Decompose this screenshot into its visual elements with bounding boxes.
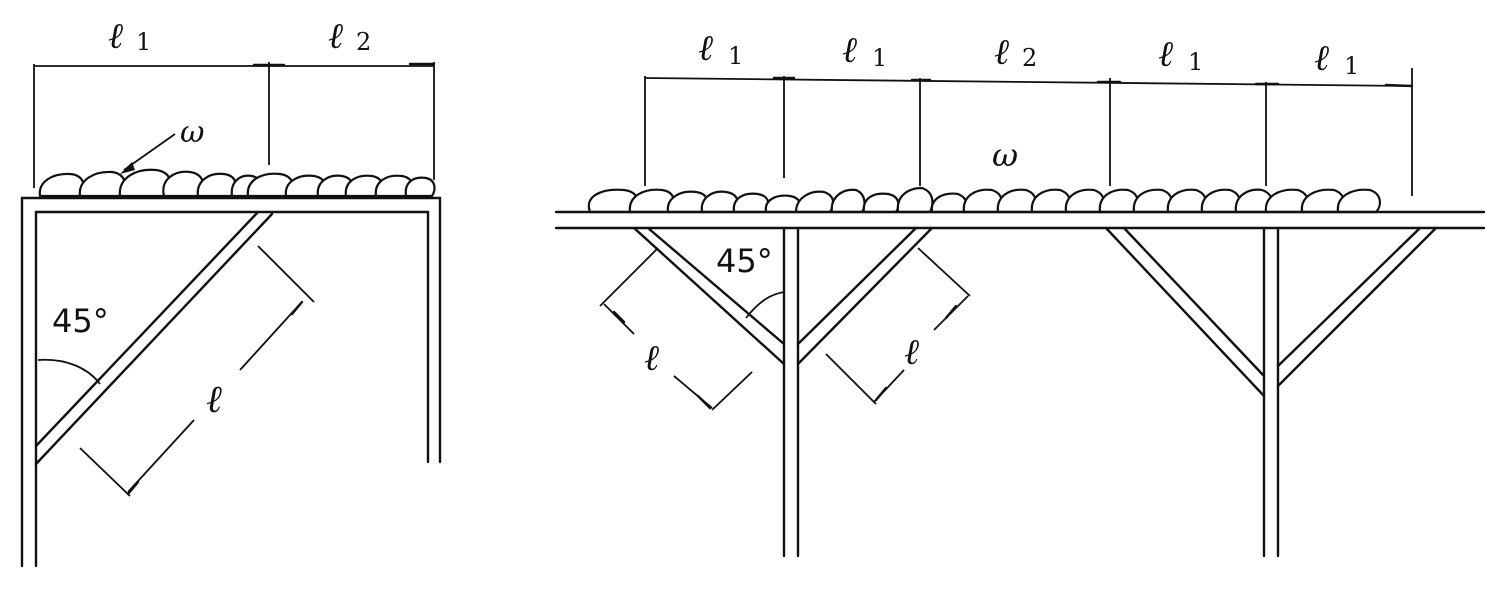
stone — [404, 176, 436, 198]
brace-dim-arrow-top — [944, 304, 958, 320]
right-span-label-3: ℓ 2 — [994, 32, 1037, 73]
right-span-label-1: ℓ 1 — [698, 28, 743, 70]
brace-dim-line-upper — [239, 303, 301, 371]
left-frame — [20, 196, 442, 568]
right-span-label-4: ℓ 1 — [1158, 34, 1203, 76]
stone — [700, 190, 739, 214]
brace-right-lower — [796, 226, 934, 366]
stone — [38, 172, 85, 198]
stone — [78, 170, 127, 198]
right-dimension-line — [644, 77, 1413, 87]
span-subscript: 1 — [728, 42, 743, 70]
stone — [1166, 188, 1208, 214]
span-symbol: ℓ — [842, 30, 857, 71]
angle-label: 45° — [52, 302, 109, 340]
span-subscript: 1 — [1344, 52, 1359, 80]
right-dim-arrow — [1384, 83, 1414, 88]
stone — [962, 188, 1004, 214]
stone — [930, 192, 968, 214]
angle-label: 45° — [716, 242, 773, 280]
stone — [862, 192, 900, 214]
stone — [732, 192, 770, 214]
right-stone-load — [587, 186, 1382, 214]
span-symbol: ℓ — [698, 28, 713, 69]
brace-dim-tick-bottom — [79, 447, 131, 497]
stone — [1098, 188, 1140, 214]
span-subscript: 1 — [872, 44, 887, 72]
brace-left-upper — [646, 226, 786, 346]
stone — [1132, 188, 1174, 214]
brace-length-label: ℓ — [644, 338, 659, 379]
brace-dim-line-upper — [603, 303, 635, 335]
brace-dim-arrow-top — [612, 310, 626, 324]
angle-arc — [37, 358, 101, 385]
stone — [996, 188, 1038, 214]
span-symbol: ℓ — [1314, 38, 1329, 79]
brace-left-lower — [1104, 226, 1266, 398]
left-span-label-l2: ℓ 2 — [328, 16, 371, 57]
span-subscript: 1 — [1188, 48, 1203, 76]
stone — [1336, 188, 1382, 214]
stone — [1200, 188, 1242, 214]
right-figure: ℓ 1 ℓ 1 ℓ 2 ℓ 1 ℓ 1 ω — [554, 28, 1486, 558]
angle-arc — [745, 291, 785, 319]
left-span-label-l1: ℓ 1 — [108, 16, 151, 57]
stone — [1064, 188, 1106, 214]
stone — [1030, 188, 1072, 214]
brace-dim-arrow-bottom — [696, 394, 712, 410]
brace-upper — [34, 210, 260, 448]
brace-dim-tick-bottom — [825, 353, 877, 405]
brace-dim-line-lower — [127, 419, 195, 493]
right-span-label-2: ℓ 1 — [842, 30, 887, 72]
brace-length-label: ℓ — [904, 332, 919, 373]
brace-right-lower — [1276, 226, 1438, 388]
brace-dim-tick-top — [599, 247, 659, 307]
brace-dim-arrow-bottom — [874, 386, 888, 402]
span-symbol: ℓ — [1158, 34, 1173, 75]
load-label: ω — [180, 115, 204, 150]
load-label: ω — [992, 136, 1018, 174]
span-subscript: 1 — [136, 28, 151, 56]
brace-dim-arrow-top — [290, 300, 304, 316]
brace-left-lower — [632, 226, 786, 366]
brace-dim-tick-top — [917, 247, 971, 297]
span-subscript: 2 — [356, 28, 371, 56]
right-post-1 — [632, 226, 934, 558]
stone — [196, 172, 237, 198]
right-span-label-5: ℓ 1 — [1314, 38, 1359, 80]
span-symbol: ℓ — [328, 16, 343, 57]
brace-length-label: ℓ — [206, 377, 222, 421]
brace-left-upper — [1122, 226, 1266, 378]
right-post-2 — [1104, 226, 1438, 558]
span-subscript: 2 — [1022, 44, 1037, 72]
stone — [896, 186, 934, 214]
brace-lower — [34, 212, 274, 466]
right-brace-dimension-right: ℓ — [825, 247, 971, 405]
left-figure: ℓ 1 ℓ 2 ω — [20, 16, 442, 568]
brace-right-upper — [796, 226, 918, 346]
stone — [794, 190, 835, 214]
right-deck — [554, 210, 1486, 230]
brace-dim-tick-bottom — [711, 371, 753, 411]
span-symbol: ℓ — [994, 32, 1009, 73]
brace-dim-tick-top — [257, 245, 315, 303]
stone — [830, 188, 866, 214]
load-leader-arrowhead — [120, 162, 135, 174]
left-brace-dimension: ℓ — [79, 245, 315, 497]
right-brace-dimension-left: ℓ — [599, 247, 753, 411]
brace-right-upper — [1276, 226, 1422, 368]
left-stone-load — [38, 168, 436, 198]
span-symbol: ℓ — [108, 16, 123, 57]
brace-dim-arrow-bottom — [126, 480, 140, 496]
